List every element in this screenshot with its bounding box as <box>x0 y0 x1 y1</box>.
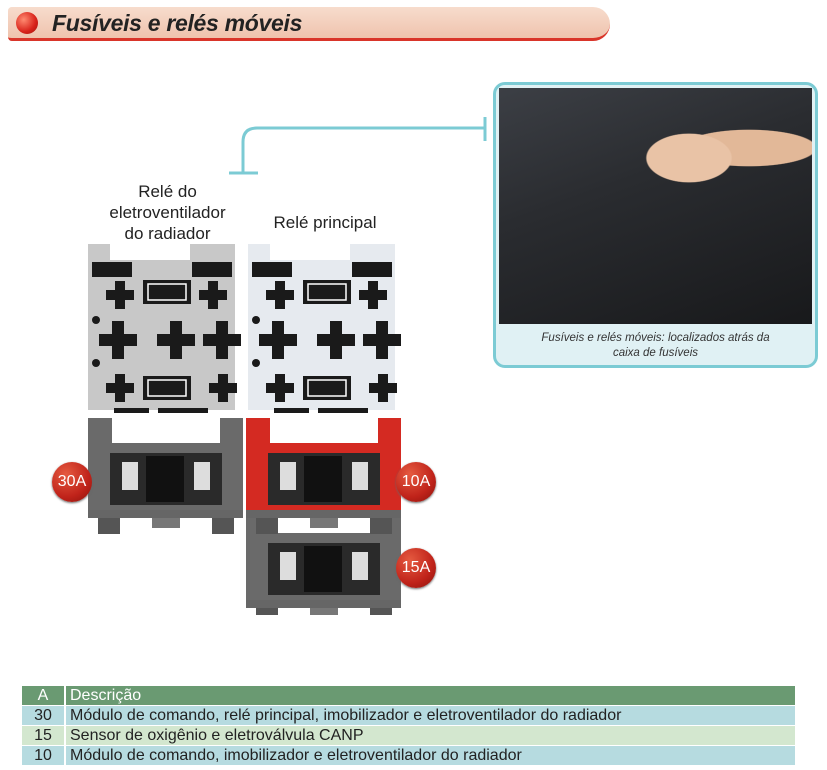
label-line: Relé do <box>138 182 197 201</box>
main-relay-socket <box>248 244 401 413</box>
caption-line: Fusíveis e relés móveis: localizados atr… <box>541 332 770 344</box>
cell-a: 15 <box>22 725 66 746</box>
cell-a: 10 <box>22 745 66 766</box>
caption-line: caixa de fusíveis <box>612 347 698 359</box>
cell-description: Módulo de comando, imobilizador e eletro… <box>65 745 795 766</box>
header-description: Descrição <box>65 686 795 706</box>
cell-description: Módulo de comando, relé principal, imobi… <box>65 705 795 726</box>
photo-card: Fusíveis e relés móveis: localizados atr… <box>493 82 818 368</box>
bullet-icon <box>16 12 38 34</box>
fuse-badge-10a: 10A <box>396 462 436 502</box>
fuse-30a <box>88 418 243 534</box>
relay-diagram <box>88 240 401 615</box>
label-line: do radiador <box>124 224 211 243</box>
main-relay-label: Relé principal <box>273 213 377 232</box>
header-a: A <box>22 686 66 706</box>
fuse-badge-30a: 30A <box>52 462 92 502</box>
cell-a: 30 <box>22 705 66 726</box>
fuse-10a <box>246 418 401 534</box>
fan-relay-socket <box>88 244 241 413</box>
photo-caption: Fusíveis e relés móveis: localizados atr… <box>496 331 815 361</box>
fuse-badge-15a: 15A <box>396 548 436 588</box>
fan-relay-label: Relé do eletroventilador do radiador <box>90 181 245 244</box>
page-title: Fusíveis e relés móveis <box>52 10 303 36</box>
label-line: eletroventilador <box>109 203 226 222</box>
cell-description: Sensor de oxigênio e eletroválvula CANP <box>65 725 795 746</box>
section-title-bar: Fusíveis e relés móveis <box>8 7 610 41</box>
relay-photo <box>499 88 812 324</box>
